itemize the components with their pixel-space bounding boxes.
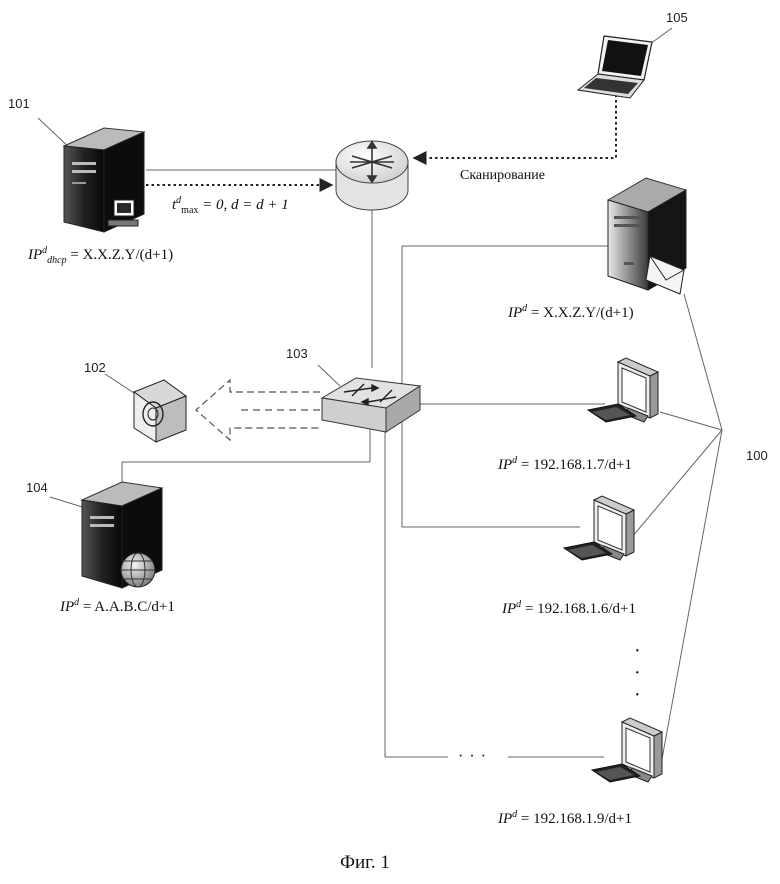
- dhcp-server-icon: [64, 128, 144, 232]
- pc1-ip-value: = 192.168.1.7/d+1: [517, 457, 632, 473]
- net-line-pc2: [632, 430, 722, 537]
- leader-102: [105, 374, 134, 393]
- ellipsis-vertical: · · ·: [634, 640, 641, 706]
- net-line-pc1: [660, 412, 722, 430]
- pc2-ip-label: IPd = 192.168.1.6/d+1: [502, 596, 636, 618]
- figure-caption: Фиг. 1: [340, 852, 390, 874]
- pc3-ip-base: IP: [498, 811, 512, 827]
- web-ip-value: = A.A.B.C/d+1: [79, 599, 175, 615]
- rogue-device-icon: [134, 380, 186, 442]
- mail-ip-label: IPd = X.X.Z.Y/(d+1): [508, 300, 634, 322]
- net-line-pc3: [660, 430, 722, 770]
- leader-103: [318, 365, 340, 386]
- workstation-pc1-icon: [588, 358, 658, 422]
- ref-laptop: 105: [666, 10, 688, 25]
- web-server-icon: [82, 482, 162, 588]
- hollow-arrow: [196, 380, 320, 440]
- ref-rogue-device: 102: [84, 360, 106, 375]
- dhcp-ip-label: IPddhcp = X.X.Z.Y/(d+1): [28, 242, 173, 270]
- pc1-ip-base: IP: [498, 457, 512, 473]
- router-icon: [336, 141, 408, 210]
- laptop-icon: [578, 36, 652, 98]
- leader-105: [650, 28, 672, 44]
- pc2-ip-base: IP: [502, 601, 516, 617]
- tmax-label: tdmax = 0, d = d + 1: [172, 192, 289, 220]
- pc1-ip-label: IPd = 192.168.1.7/d+1: [498, 452, 632, 474]
- dhcp-ip-sub: dhcp: [47, 255, 66, 266]
- mail-ip-value: = X.X.Z.Y/(d+1): [527, 305, 634, 321]
- dhcp-ip-value: = X.X.Z.Y/(d+1): [67, 247, 174, 263]
- net-line-mail: [684, 294, 722, 430]
- ref-web-server: 104: [26, 480, 48, 495]
- ref-dhcp-server: 101: [8, 96, 30, 111]
- dhcp-ip-base: IP: [28, 247, 42, 263]
- web-ip-base: IP: [60, 599, 74, 615]
- ref-switch: 103: [286, 346, 308, 361]
- web-ip-label: IPd = A.A.B.C/d+1: [60, 594, 175, 616]
- workstation-pc3-icon: [592, 718, 662, 782]
- mail-ip-base: IP: [508, 305, 522, 321]
- tmax-sub: max: [181, 205, 198, 216]
- ref-network: 100: [746, 448, 768, 463]
- pc2-ip-value: = 192.168.1.6/d+1: [521, 601, 636, 617]
- pc3-ip-value: = 192.168.1.9/d+1: [517, 811, 632, 827]
- ellipsis-horizontal: · · ·: [458, 748, 487, 766]
- tmax-rest: = 0, d = d + 1: [198, 197, 288, 213]
- switch-icon: [322, 378, 420, 432]
- workstation-pc2-icon: [564, 496, 634, 560]
- scan-label: Сканирование: [460, 168, 545, 184]
- pc3-ip-label: IPd = 192.168.1.9/d+1: [498, 806, 632, 828]
- mail-server-icon: [608, 178, 686, 294]
